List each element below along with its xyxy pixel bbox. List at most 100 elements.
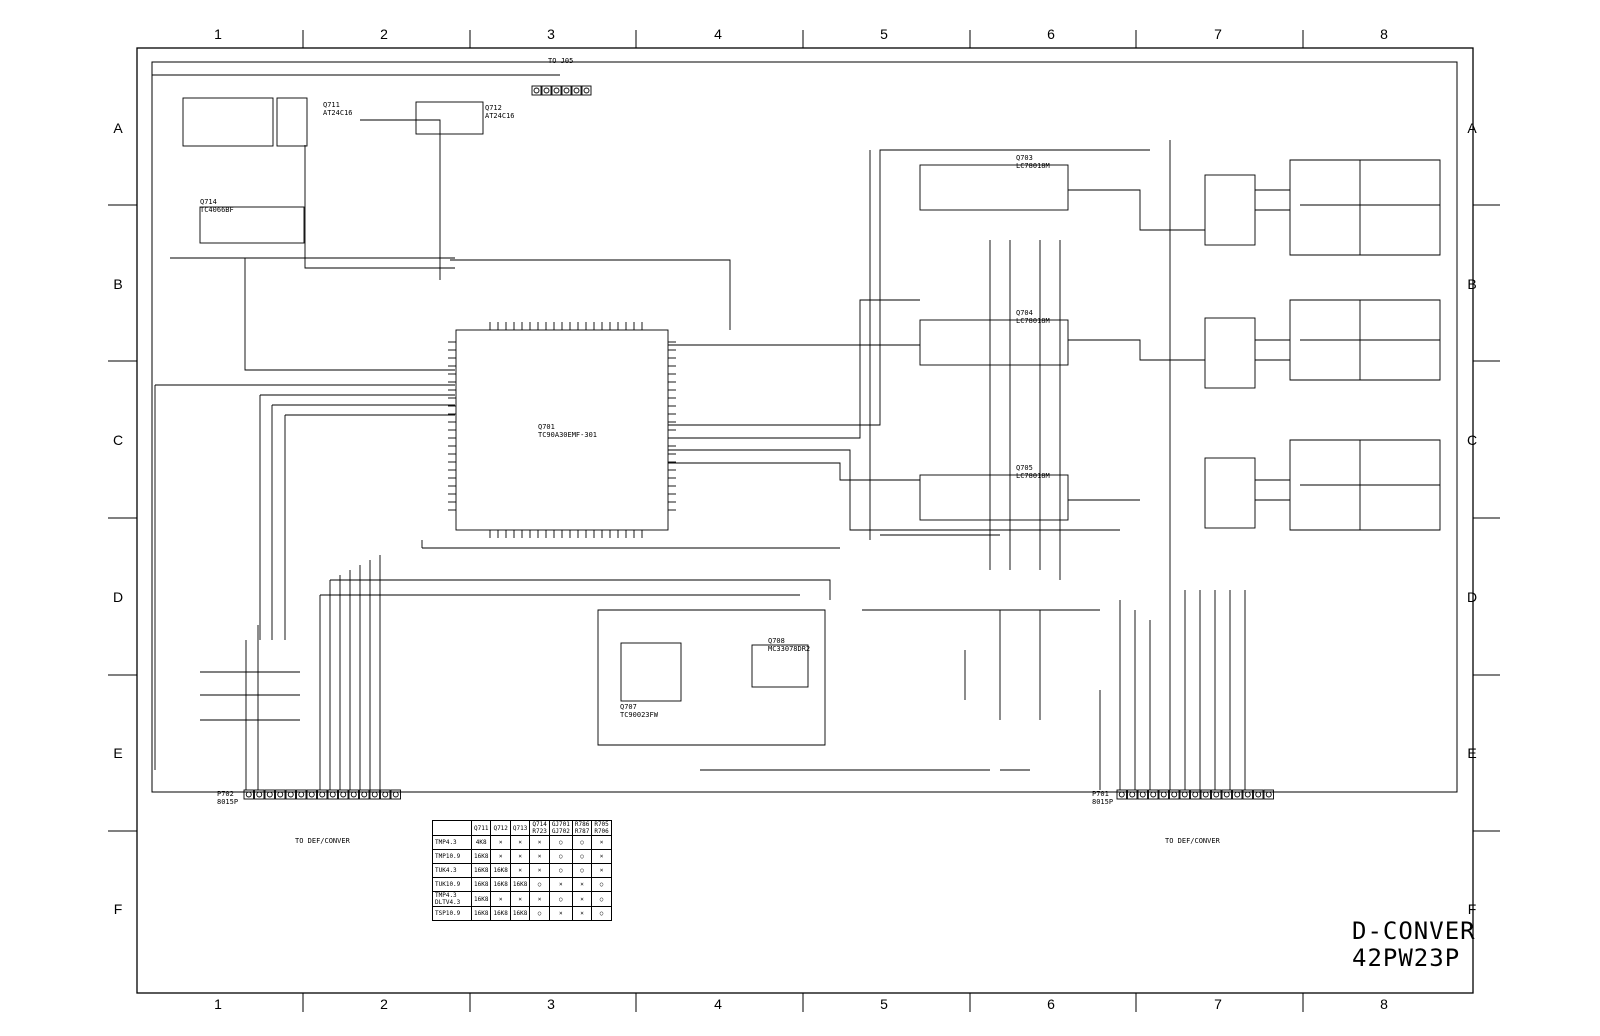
option-table-cell: × [548, 906, 573, 921]
ic-ref-q714: Q714 [200, 198, 217, 206]
option-table-cell: × [548, 877, 573, 892]
option-table-cell: × [529, 849, 550, 864]
title-line-2: 42PW23P [1352, 944, 1461, 972]
option-table-cell: TSP10.9 [432, 906, 472, 921]
top-connector-label: TO J05 [548, 57, 574, 65]
ic-part-q704: LC78018M [1016, 317, 1050, 325]
option-table-cell [432, 820, 472, 836]
option-table-cell: ○ [591, 891, 612, 907]
column-label-6: 6 [1047, 26, 1055, 42]
inner-board-outline [151, 61, 1458, 793]
row-label-C: C [1466, 432, 1478, 448]
option-table-cell: × [591, 835, 612, 850]
option-table-cell: Q713 [509, 820, 531, 836]
option-table-cell: 16K8 [470, 849, 492, 864]
option-table-cell: 16K8 [470, 863, 492, 878]
option-table-cell: ○ [591, 877, 612, 892]
option-table-cell: × [509, 849, 531, 864]
option-table-cell: ○ [548, 891, 573, 907]
ic-part-q712: AT24C16 [485, 112, 515, 120]
ic-part-q701: TC90A30EMF-301 [538, 431, 598, 439]
ic-part-q705: LC78018M [1016, 472, 1050, 480]
p701-ref: P701 [1092, 790, 1109, 798]
option-table-cell: × [529, 835, 550, 850]
row-label-E: E [113, 745, 123, 761]
option-table-cell: × [490, 891, 511, 907]
ic-part-q707: TC90023FW [620, 711, 658, 719]
option-table-cell: × [571, 906, 593, 921]
row-label-F: F [113, 901, 123, 917]
column-label-5: 5 [880, 996, 888, 1012]
option-table-cell: 16K8 [490, 863, 511, 878]
row-label-D: D [1466, 589, 1478, 605]
p701-type: 8015P [1092, 798, 1114, 806]
row-label-A: A [1467, 120, 1477, 136]
option-table-cell: TUK4.3 [432, 863, 472, 878]
row-label-B: B [1467, 276, 1477, 292]
ic-ref-q707: Q707 [620, 703, 637, 711]
option-table-cell: × [509, 891, 531, 907]
column-label-8: 8 [1380, 996, 1388, 1012]
column-label-7: 7 [1214, 26, 1222, 42]
option-table-cell: × [509, 835, 531, 850]
ic-ref-q704: Q704 [1016, 309, 1033, 317]
column-label-6: 6 [1047, 996, 1055, 1012]
column-label-8: 8 [1380, 26, 1388, 42]
option-table-cell: 16K8 [490, 906, 511, 921]
column-label-1: 1 [214, 26, 222, 42]
option-table-cell: TMP10.9 [432, 849, 472, 864]
ic-ref-q711: Q711 [323, 101, 340, 109]
ic-part-q714: TC4066BF [200, 206, 234, 214]
ic-ref-q712: Q712 [485, 104, 502, 112]
ic-part-q703: LC78018M [1016, 162, 1050, 170]
row-label-E: E [1467, 745, 1477, 761]
option-table-cell: ○ [571, 849, 593, 864]
option-table-cell: Q711 [470, 820, 492, 836]
schematic-wiring [151, 73, 1441, 800]
option-table-cell: 16K8 [509, 906, 531, 921]
row-label-A: A [113, 120, 123, 136]
option-table-cell: 16K8 [490, 877, 511, 892]
option-table-cell: × [591, 849, 612, 864]
row-label-C: C [112, 432, 124, 448]
p702-type: 8015P [217, 798, 239, 806]
option-table-cell: ○ [548, 863, 573, 878]
option-table-cell: × [529, 863, 550, 878]
title-line-1: D-CONVER [1352, 917, 1476, 945]
option-table-cell: × [571, 891, 593, 907]
option-table-cell: ○ [529, 877, 550, 892]
ic-ref-q701: Q701 [538, 423, 555, 431]
option-table-cell: × [490, 835, 511, 850]
column-label-3: 3 [547, 26, 555, 42]
option-table-cell: 16K8 [509, 877, 531, 892]
column-label-1: 1 [214, 996, 222, 1012]
ic-part-q708: MC33078DR2 [768, 645, 811, 653]
ic-ref-q705: Q705 [1016, 464, 1033, 472]
option-table-cell: 16K8 [470, 891, 492, 907]
ic-ref-q708: Q708 [768, 637, 785, 645]
p702-destination: TO DEF/CONVER [295, 837, 350, 845]
row-label-F: F [1467, 901, 1477, 917]
zone-ticks [108, 30, 1500, 1012]
column-label-4: 4 [714, 996, 722, 1012]
option-table-cell: ○ [571, 863, 593, 878]
option-table-cell: ○ [548, 835, 573, 850]
ic-ref-q703: Q703 [1016, 154, 1033, 162]
option-table-cell: ○ [548, 849, 573, 864]
option-table-cell: × [509, 863, 531, 878]
ic-part-q711: AT24C16 [323, 109, 353, 117]
column-label-3: 3 [547, 996, 555, 1012]
row-label-D: D [112, 589, 124, 605]
